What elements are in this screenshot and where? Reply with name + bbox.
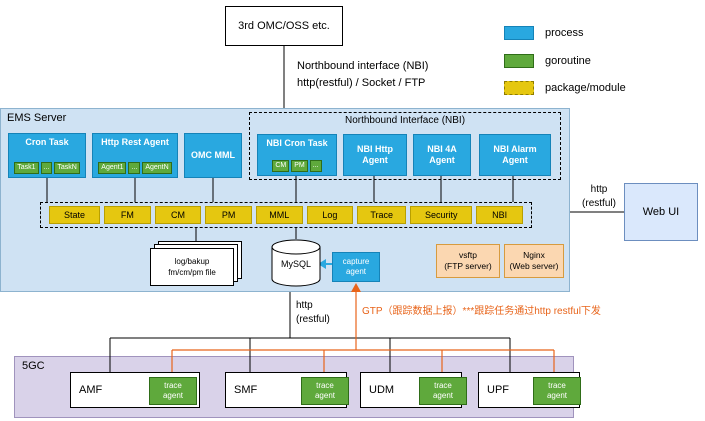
cron-task-box: Cron Task Task1 ... TaskN bbox=[8, 133, 86, 178]
nbi-cron-task-label: NBI Cron Task bbox=[266, 138, 328, 148]
nbi-cron-task-box: NBI Cron Task CM PM ... bbox=[257, 134, 337, 176]
module-security: Security bbox=[410, 206, 473, 224]
task-ellipsis: ... bbox=[40, 161, 53, 174]
nbi-note-line2: http(restful) / Socket / FTP bbox=[297, 77, 426, 89]
nbi-cm-goroutine: CM bbox=[272, 159, 290, 172]
nbi-ellipsis-goroutine: ... bbox=[309, 159, 322, 172]
module-nbi: NBI bbox=[476, 206, 523, 224]
nbi-alarm-agent-box: NBI Alarm Agent bbox=[479, 134, 551, 176]
file-store-box: log/bakup fm/cm/pm file bbox=[150, 248, 234, 286]
nbi-alarm-agent-label: NBI Alarm Agent bbox=[493, 144, 537, 165]
right-http-line1: http bbox=[590, 184, 608, 195]
taskn-goroutine: TaskN bbox=[54, 161, 80, 174]
http-rest-agent-children: Agent1 ... AgentN bbox=[96, 161, 174, 174]
cron-task-children: Task1 ... TaskN bbox=[12, 161, 82, 174]
omc-oss-box: 3rd OMC/OSS etc. bbox=[225, 6, 343, 46]
http-rest-agent-label: Http Rest Agent bbox=[101, 137, 169, 147]
file-store-line1: log/bakup bbox=[174, 256, 210, 266]
legend-process-swatch bbox=[504, 26, 534, 40]
module-pm: PM bbox=[205, 206, 252, 224]
vsftp-desc: (FTP server) bbox=[444, 261, 492, 271]
smf-label: SMF bbox=[234, 384, 258, 396]
vsftp-box: vsftp (FTP server) bbox=[436, 244, 500, 278]
module-row: State FM CM PM MML Log Trace Security NB… bbox=[40, 202, 532, 228]
nbi-http-agent-label: NBI Http Agent bbox=[357, 144, 393, 165]
south-http-line2: (restful) bbox=[296, 314, 330, 325]
smf-trace-agent: trace agent bbox=[301, 377, 349, 405]
smf-box: SMF trace agent bbox=[225, 372, 349, 408]
nbi-note-line1: Northbound interface (NBI) bbox=[297, 60, 429, 72]
amf-label: AMF bbox=[79, 384, 103, 396]
mysql-label: MySQL bbox=[280, 259, 311, 269]
vsftp-name: vsftp bbox=[459, 249, 477, 260]
udm-trace-agent: trace agent bbox=[419, 377, 467, 405]
omc-mml-box: OMC MML bbox=[184, 133, 242, 178]
right-http-label: http (restful) bbox=[576, 183, 622, 211]
upf-box: UPF trace agent bbox=[478, 372, 581, 408]
agent1-goroutine: Agent1 bbox=[98, 161, 127, 174]
omc-mml-label: OMC MML bbox=[191, 150, 235, 161]
http-rest-agent-box: Http Rest Agent Agent1 ... AgentN bbox=[92, 133, 178, 178]
nbi-group-title: Northbound Interface (NBI) bbox=[344, 115, 466, 126]
cron-task-label: Cron Task bbox=[25, 137, 69, 147]
udm-box: UDM trace agent bbox=[360, 372, 467, 408]
nbi-note: Northbound interface (NBI) http(restful)… bbox=[297, 58, 428, 92]
nginx-box: Nginx (Web server) bbox=[504, 244, 564, 278]
module-log: Log bbox=[306, 206, 354, 224]
nbi-4a-agent-label: NBI 4A Agent bbox=[427, 144, 457, 165]
legend-process-label: process bbox=[545, 27, 584, 39]
nbi-4a-agent-box: NBI 4A Agent bbox=[413, 134, 471, 176]
omc-oss-label: 3rd OMC/OSS etc. bbox=[238, 20, 330, 32]
nginx-desc: (Web server) bbox=[509, 261, 559, 271]
nbi-pm-goroutine: PM bbox=[291, 159, 308, 172]
south-http-line1: http bbox=[296, 300, 313, 311]
capture-agent-box: capture agent bbox=[332, 252, 380, 282]
legend-goroutine-swatch bbox=[504, 54, 534, 68]
module-state: State bbox=[49, 206, 101, 224]
agent-ellipsis: ... bbox=[128, 161, 141, 174]
nbi-cron-task-children: CM PM ... bbox=[261, 159, 333, 172]
upf-label: UPF bbox=[487, 384, 509, 396]
legend-package-swatch bbox=[504, 81, 534, 95]
legend-goroutine-label: goroutine bbox=[545, 55, 591, 67]
nbi-http-agent-box: NBI Http Agent bbox=[343, 134, 407, 176]
nginx-name: Nginx bbox=[523, 249, 545, 260]
udm-label: UDM bbox=[369, 384, 395, 396]
task1-goroutine: Task1 bbox=[14, 161, 39, 174]
south-http-label: http (restful) bbox=[296, 299, 342, 327]
amf-box: AMF trace agent bbox=[70, 372, 200, 408]
webui-label: Web UI bbox=[642, 206, 680, 218]
nbi-group: Northbound Interface (NBI) NBI Cron Task… bbox=[249, 112, 561, 180]
module-cm: CM bbox=[154, 206, 202, 224]
capture-agent-label: capture agent bbox=[342, 257, 370, 276]
agentn-goroutine: AgentN bbox=[142, 161, 172, 174]
webui-box: Web UI bbox=[624, 183, 698, 241]
module-fm: FM bbox=[104, 206, 151, 224]
upf-trace-agent: trace agent bbox=[533, 377, 581, 405]
gtp-note: GTP（跟踪数据上报）***跟踪任务通过http restful下发 bbox=[362, 306, 601, 317]
legend-package-label: package/module bbox=[545, 82, 626, 94]
right-http-line2: (restful) bbox=[582, 198, 616, 209]
amf-trace-agent: trace agent bbox=[149, 377, 197, 405]
module-trace: Trace bbox=[357, 206, 407, 224]
core-5gc-title: 5GC bbox=[22, 360, 45, 372]
ems-server-title: EMS Server bbox=[7, 112, 67, 124]
file-store-line2: fm/cm/pm file bbox=[168, 268, 216, 277]
module-mml: MML bbox=[255, 206, 303, 224]
